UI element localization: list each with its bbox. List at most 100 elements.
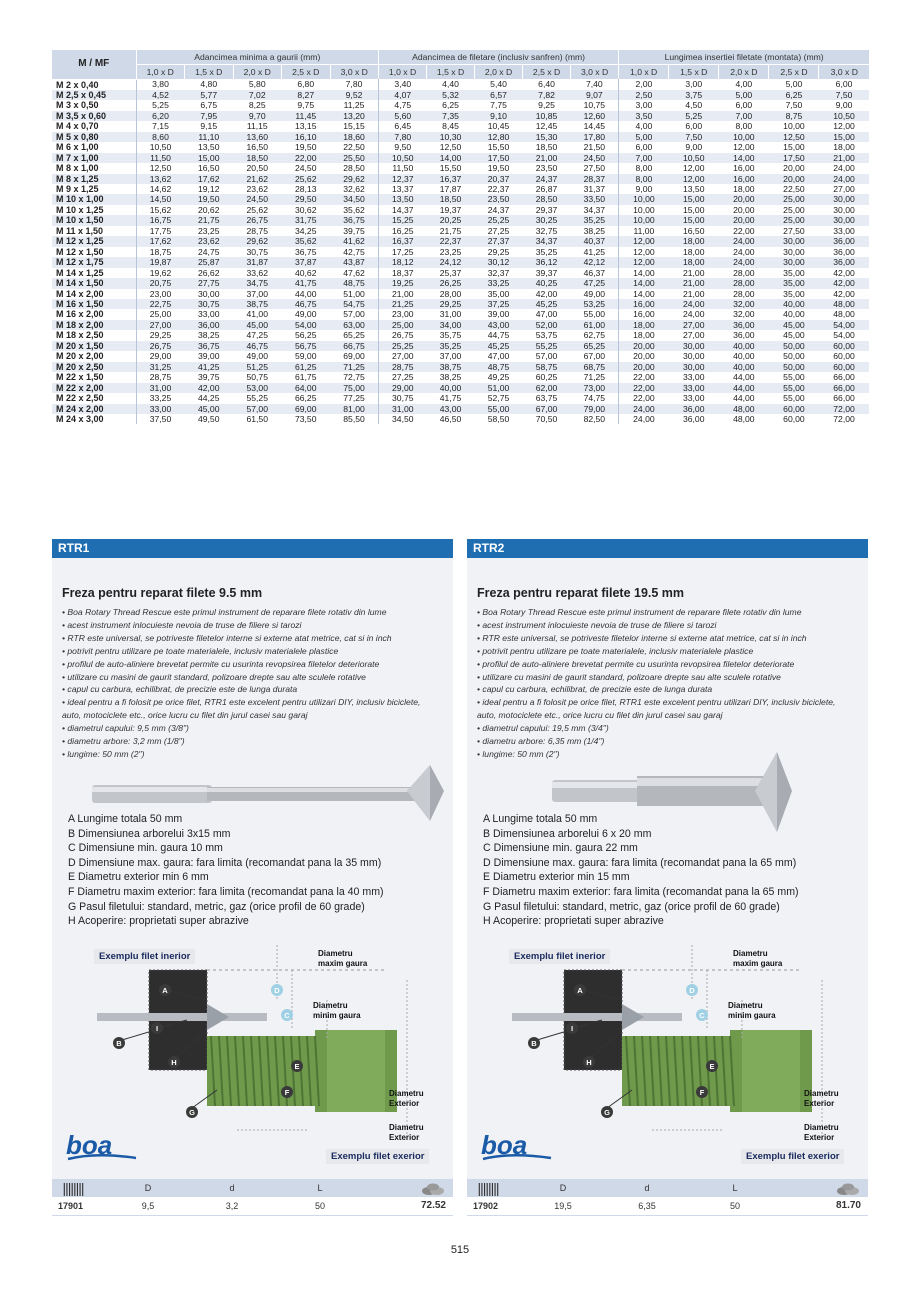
value-cell: 17,25 bbox=[378, 246, 427, 258]
thread-size-cell: M 22 x 1,50 bbox=[52, 372, 136, 383]
value-cell: 56,25 bbox=[281, 330, 330, 341]
value-cell: 27,50 bbox=[768, 225, 819, 237]
feature-item: • utilizare cu masini de gaurit standard… bbox=[477, 671, 781, 682]
value-cell: 40,37 bbox=[570, 236, 619, 247]
value-cell: 47,25 bbox=[233, 330, 282, 341]
price-footer: |||||||| D d L 17902 19,5 6,35 50 81.70 bbox=[467, 1179, 868, 1216]
value-cell: 33,50 bbox=[570, 194, 619, 205]
value-cell: 25,37 bbox=[426, 267, 475, 279]
value-cell: 66,00 bbox=[818, 382, 870, 394]
value-cell: 22,37 bbox=[426, 236, 475, 247]
value-cell: 17,80 bbox=[570, 131, 619, 143]
svg-text:C: C bbox=[699, 1011, 705, 1020]
feature-item: • lungime: 50 mm (2") bbox=[477, 748, 560, 759]
value-cell: 21,00 bbox=[668, 288, 719, 300]
value-cell: 22,00 bbox=[618, 372, 669, 383]
value-cell: 60,25 bbox=[522, 372, 571, 383]
value-cell: 18,00 bbox=[618, 330, 669, 341]
feature-item: • diametru arbore: 3,2 mm (1/8") bbox=[62, 736, 185, 747]
value-cell: 5,60 bbox=[378, 110, 427, 122]
value-cell: 50,00 bbox=[768, 351, 819, 362]
boa-logo: boa bbox=[66, 1130, 146, 1164]
value-cell: 62,75 bbox=[570, 330, 619, 341]
value-cell: 9,07 bbox=[570, 89, 619, 101]
value-cell: 20,00 bbox=[718, 204, 769, 216]
value-cell: 43,87 bbox=[330, 257, 379, 268]
value-cell: 28,50 bbox=[522, 194, 571, 205]
barcode-icon: |||||||| bbox=[477, 1180, 499, 1196]
value-cell: 7,02 bbox=[233, 89, 282, 101]
value-cell: 15,50 bbox=[474, 142, 523, 153]
value-cell: 25,00 bbox=[135, 309, 185, 320]
thread-size-cell: M 20 x 2,00 bbox=[52, 351, 136, 362]
thread-size-cell: M 20 x 1,50 bbox=[52, 340, 136, 352]
value-cell: 16,50 bbox=[668, 225, 719, 237]
value-cell: 24,00 bbox=[818, 163, 870, 174]
value-cell: 65,25 bbox=[330, 330, 379, 341]
value-cell: 35,25 bbox=[570, 215, 619, 226]
value-cell: 36,00 bbox=[818, 246, 870, 258]
value-cell: 28,75 bbox=[378, 361, 427, 373]
value-cell: 24,50 bbox=[570, 152, 619, 164]
boa-logo: boa bbox=[481, 1130, 561, 1164]
thread-size-cell: M 16 x 2,00 bbox=[52, 309, 136, 320]
value-cell: 40,00 bbox=[768, 309, 819, 320]
value-cell: 3,75 bbox=[668, 89, 719, 101]
svg-text:G: G bbox=[604, 1108, 610, 1117]
value-cell: 31,37 bbox=[570, 184, 619, 195]
barcode-icon: |||||||| bbox=[62, 1180, 84, 1196]
value-cell: 6,75 bbox=[184, 100, 233, 111]
thread-size-cell: M 14 x 1,25 bbox=[52, 267, 136, 279]
value-cell: 21,00 bbox=[818, 152, 870, 164]
value-cell: 31,87 bbox=[233, 257, 282, 268]
value-cell: 10,85 bbox=[522, 110, 571, 122]
value-cell: 54,00 bbox=[818, 330, 870, 341]
weight-icon bbox=[835, 1179, 861, 1197]
value-cell: 21,75 bbox=[184, 215, 233, 226]
value-cell: 29,25 bbox=[135, 330, 185, 341]
value-cell: 8,75 bbox=[768, 110, 819, 122]
feature-item: • acest instrument inlocuieste nevoia de… bbox=[62, 619, 302, 630]
feature-item: • acest instrument inlocuieste nevoia de… bbox=[477, 619, 717, 630]
value-cell: 14,00 bbox=[718, 152, 769, 164]
value-cell: 6,25 bbox=[768, 89, 819, 101]
value-cell: 21,00 bbox=[668, 278, 719, 289]
value-cell: 61,50 bbox=[233, 414, 282, 425]
feature-item: • diametru arbore: 6,35 mm (1/4") bbox=[477, 736, 605, 747]
value-cell: 65,25 bbox=[570, 340, 619, 352]
value-cell: 36,75 bbox=[184, 340, 233, 352]
value-cell: 54,75 bbox=[330, 299, 379, 310]
value-cell: 20,00 bbox=[718, 215, 769, 226]
value-cell: 12,00 bbox=[668, 173, 719, 185]
value-cell: 16,10 bbox=[281, 131, 330, 143]
value-length: 50 bbox=[314, 1201, 325, 1211]
value-cell: 9,50 bbox=[378, 142, 427, 153]
value-cell: 17,50 bbox=[768, 152, 819, 164]
value-cell: 27,25 bbox=[474, 225, 523, 237]
value-cell: 18,60 bbox=[330, 131, 379, 143]
value-cell: 39,37 bbox=[522, 267, 571, 279]
value-cell: 14,37 bbox=[378, 204, 427, 216]
value-length: 50 bbox=[729, 1201, 740, 1211]
value-cell: 19,37 bbox=[426, 204, 475, 216]
value-cell: 17,87 bbox=[426, 184, 475, 195]
value-cell: 45,00 bbox=[184, 403, 233, 414]
value-cell: 28,00 bbox=[426, 288, 475, 300]
value-cell: 20,00 bbox=[768, 163, 819, 174]
svg-text:C: C bbox=[284, 1011, 290, 1020]
value-cell: 51,00 bbox=[474, 382, 523, 394]
product-title: Freza pentru reparat filete 9.5 mm bbox=[62, 586, 263, 600]
value-cell: 19,87 bbox=[135, 257, 185, 268]
value-cell: 15,62 bbox=[135, 204, 185, 216]
value-cell: 27,25 bbox=[378, 372, 427, 383]
thread-size-cell: M 4 x 0,70 bbox=[52, 121, 136, 132]
value-cell: 10,45 bbox=[474, 121, 523, 132]
value-cell: 27,37 bbox=[474, 236, 523, 247]
value-cell: 15,00 bbox=[668, 194, 719, 205]
